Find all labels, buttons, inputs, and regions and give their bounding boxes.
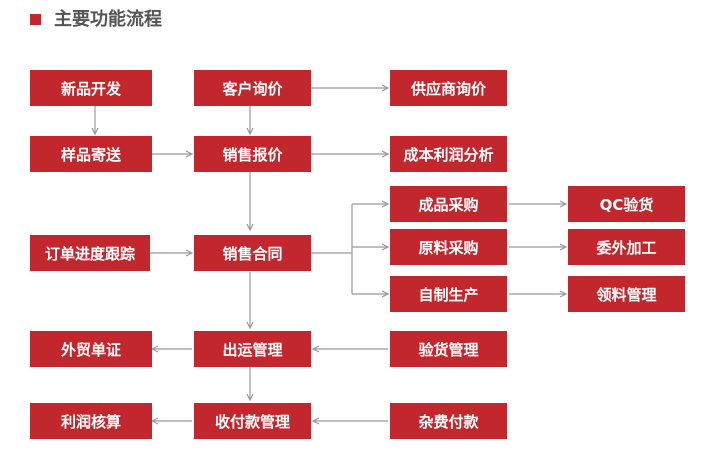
node-sales-contract: 销售合同 <box>194 235 311 271</box>
node-shipping-management: 出运管理 <box>194 331 311 367</box>
node-misc-payment: 杂费付款 <box>390 403 507 439</box>
node-sample-mailing: 样品寄送 <box>30 136 152 172</box>
node-supplier-inquiry: 供应商询价 <box>390 70 507 106</box>
node-trade-documents: 外贸单证 <box>30 331 152 367</box>
title-marker <box>30 14 41 25</box>
node-material-management: 领料管理 <box>568 276 685 312</box>
node-outsourcing: 委外加工 <box>568 229 685 265</box>
node-qc-inspection: QC验货 <box>568 186 685 222</box>
node-new-product: 新品开发 <box>30 70 152 106</box>
node-payment-management: 收付款管理 <box>194 403 311 439</box>
node-inspection-management: 验货管理 <box>390 331 507 367</box>
node-raw-purchase: 原料采购 <box>390 229 507 265</box>
node-sales-quote: 销售报价 <box>194 136 311 172</box>
node-customer-inquiry: 客户询价 <box>194 70 311 106</box>
page-title: 主要功能流程 <box>54 9 162 30</box>
node-order-tracking: 订单进度跟踪 <box>30 235 150 271</box>
node-finished-purchase: 成品采购 <box>390 186 507 222</box>
node-self-production: 自制生产 <box>390 276 507 312</box>
node-profit-accounting: 利润核算 <box>30 403 152 439</box>
node-cost-profit: 成本利润分析 <box>390 136 507 172</box>
